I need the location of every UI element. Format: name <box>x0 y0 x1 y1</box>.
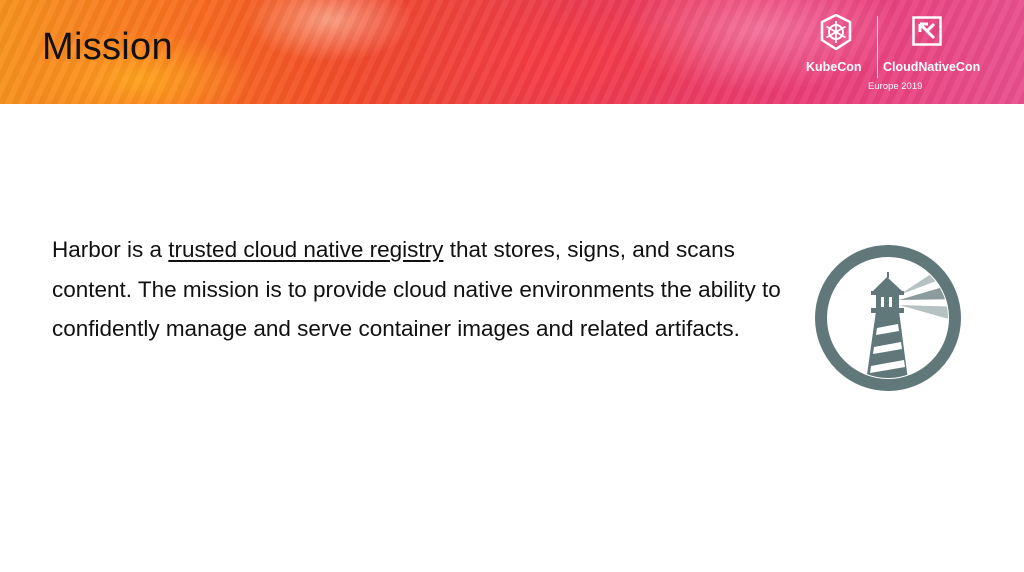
mission-text-rest: that stores, signs, and scans content. T… <box>52 237 781 341</box>
conference-logos: KubeCon CloudNativeCon Europe 2019 <box>790 10 980 98</box>
cncf-icon <box>912 16 942 46</box>
harbor-lighthouse-logo <box>815 245 961 391</box>
logo-divider <box>877 16 878 78</box>
trusted-registry-link[interactable]: trusted cloud native registry <box>168 237 444 262</box>
event-label: Europe 2019 <box>868 81 923 92</box>
kubecon-label: KubeCon <box>806 60 862 74</box>
kubernetes-helm-wheel-icon <box>820 14 852 50</box>
slide-title: Mission <box>42 26 173 68</box>
cloudnativecon-label: CloudNativeCon <box>883 60 981 74</box>
header-banner <box>0 0 1024 104</box>
mission-statement: Harbor is a trusted cloud native registr… <box>52 230 792 349</box>
mission-text-intro: Harbor is a <box>52 237 169 262</box>
